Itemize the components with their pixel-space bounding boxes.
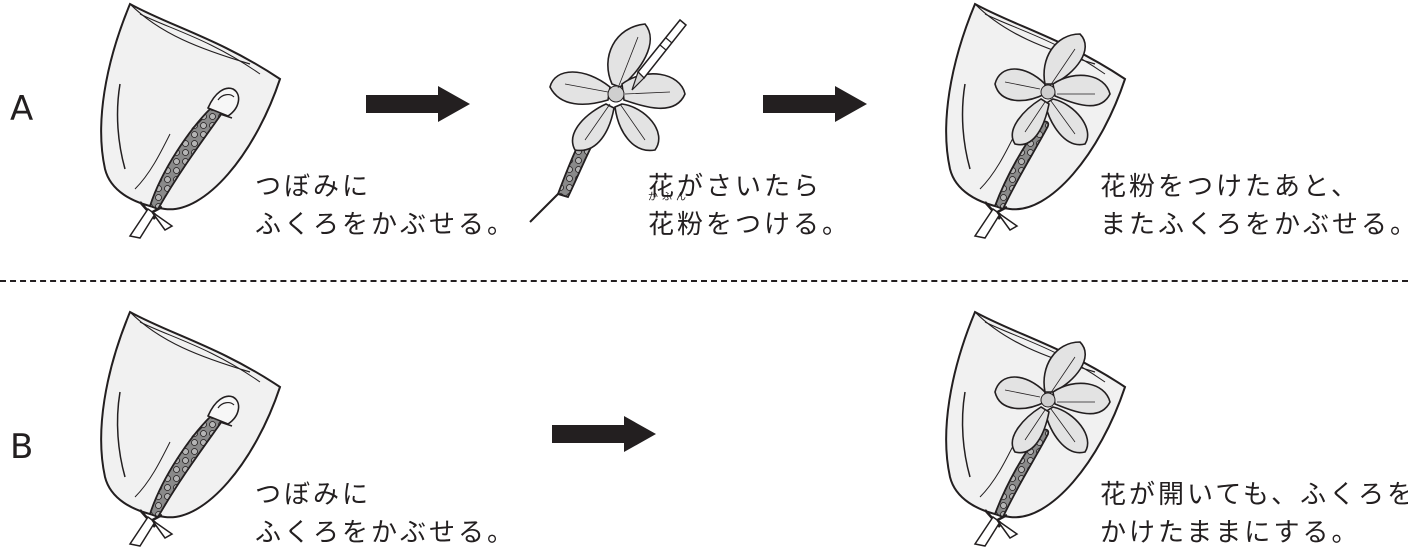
row-label-b: B — [10, 427, 34, 467]
caption-a2: 花がさいたら かふん 花粉をつける。 — [648, 168, 851, 244]
caption-a3-line2: またふくろをかぶせる。 — [1100, 210, 1408, 240]
caption-a2-line1: 花がさいたら — [648, 172, 823, 202]
caption-a2-line2: 花粉をつける。 — [648, 210, 852, 240]
caption-b1: つぼみに ふくろをかぶせる。 — [255, 476, 516, 550]
right-arrow-icon — [763, 86, 867, 122]
caption-a3: 花粉をつけたあと、 またふくろをかぶせる。 — [1100, 168, 1408, 244]
caption-b1-line1: つぼみに — [255, 480, 372, 510]
caption-b1-line2: ふくろをかぶせる。 — [255, 518, 517, 548]
right-arrow-icon — [366, 86, 470, 122]
caption-a1-line2: ふくろをかぶせる。 — [255, 210, 517, 240]
caption-a1-line1: つぼみに — [255, 172, 372, 202]
caption-b3-line2: かけたままにする。 — [1100, 518, 1361, 548]
caption-a2-line2-wrap: かふん 花粉をつける。 — [648, 193, 852, 244]
caption-a1: つぼみに ふくろをかぶせる。 — [255, 168, 516, 244]
dashed-divider — [0, 280, 1408, 282]
caption-b3-line1: 花が開いても、ふくろを — [1100, 480, 1408, 510]
right-arrow-icon — [552, 416, 656, 452]
row-label-a: A — [10, 89, 34, 129]
caption-a3-line1: 花粉をつけたあと、 — [1100, 172, 1360, 202]
caption-b3: 花が開いても、ふくろを かけたままにする。 — [1100, 476, 1408, 550]
furigana: かふん — [648, 192, 690, 203]
